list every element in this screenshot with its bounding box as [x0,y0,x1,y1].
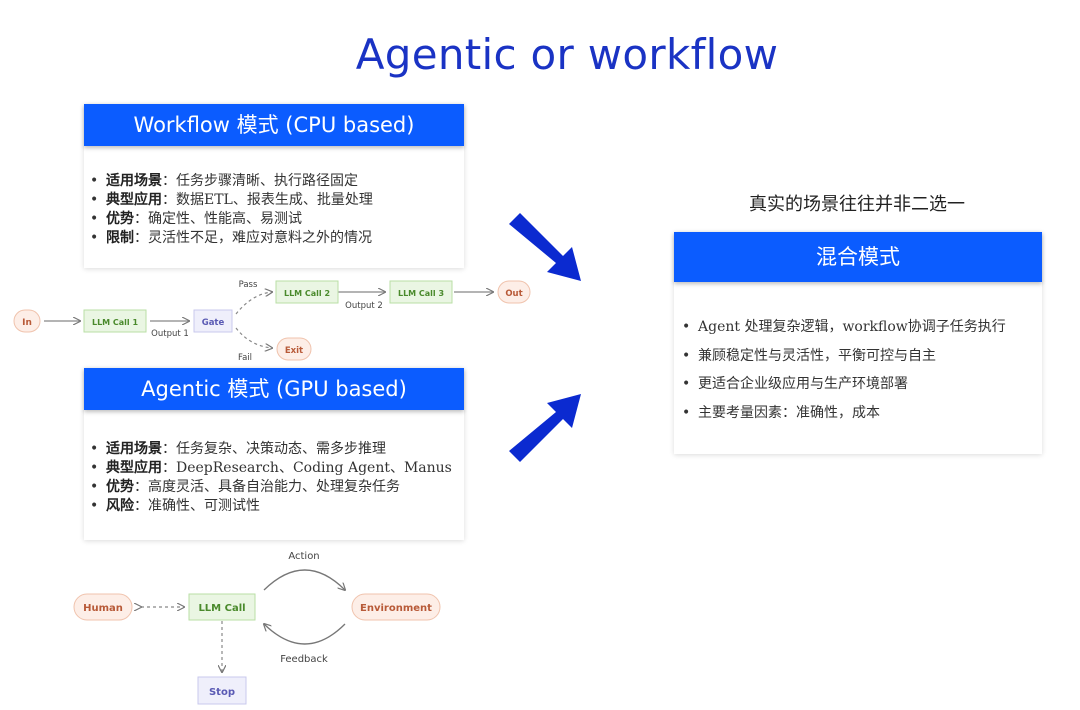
label-fail: Fail [238,353,252,363]
workflow-diagram: In LLM Call 1 Output 1 Gate Pass Fail LL… [13,280,531,363]
edge-feedback [264,624,346,645]
workflow-bullet-item: 优势：确定性、性能高、易测试 [90,210,373,229]
workflow-panel-header: Workflow 模式 (CPU based) [84,104,464,146]
agentic-bullet-item: 典型应用：DeepResearch、Coding Agent、Manus [90,459,452,478]
workflow-bullet-item: 适用场景：任务步骤清晰、执行路径固定 [90,172,373,191]
hybrid-bullet-item: 兼顾稳定性与灵活性，平衡可控与自主 [682,342,1006,371]
page-title: Agentic or workflow [355,30,779,79]
hybrid-bullet-list: Agent 处理复杂逻辑，workflow协调子任务执行 兼顾稳定性与灵活性，平… [682,313,1006,427]
hybrid-panel: 混合模式 Agent 处理复杂逻辑，workflow协调子任务执行 兼顾稳定性与… [674,232,1042,454]
node-llm-call: LLM Call [188,593,256,621]
node-stop: Stop [197,676,247,705]
svg-text:LLM Call: LLM Call [198,603,245,614]
agentic-panel: Agentic 模式 (GPU based) 适用场景：任务复杂、决策动态、需多… [84,368,464,540]
svg-text:Out: Out [505,289,522,299]
workflow-bullet-item: 典型应用：数据ETL、报表生成、批量处理 [90,191,373,210]
svg-text:Human: Human [83,603,123,614]
agentic-panel-header: Agentic 模式 (GPU based) [84,368,464,410]
node-llm-call-1: LLM Call 1 [83,309,147,333]
svg-text:In: In [22,318,32,328]
node-llm-call-2: LLM Call 2 [275,280,339,304]
hybrid-bullet-item: 更适合企业级应用与生产环境部署 [682,370,1006,399]
node-out: Out [497,280,531,304]
svg-text:LLM Call 3: LLM Call 3 [398,289,444,298]
node-environment: Environment [351,593,441,621]
label-feedback: Feedback [280,654,328,665]
hybrid-bullet-item: Agent 处理复杂逻辑，workflow协调子任务执行 [682,313,1006,342]
agentic-bullet-item: 风险：准确性、可测试性 [90,497,452,516]
edge-gate-pass [235,292,272,315]
workflow-bullet-item: 限制：灵活性不足，难应对意料之外的情况 [90,229,373,248]
svg-text:LLM Call 2: LLM Call 2 [284,289,330,298]
agentic-bullet-list: 适用场景：任务复杂、决策动态、需多步推理 典型应用：DeepResearch、C… [90,440,452,516]
node-in: In [13,309,41,333]
agentic-bullet-item: 适用场景：任务复杂、决策动态、需多步推理 [90,440,452,459]
svg-text:LLM Call 1: LLM Call 1 [92,318,138,327]
svg-text:Gate: Gate [202,318,225,328]
edge-action [263,569,345,590]
hybrid-bullet-item: 主要考量因素：准确性，成本 [682,399,1006,428]
label-output-2: Output 2 [345,301,383,311]
workflow-panel: Workflow 模式 (CPU based) 适用场景：任务步骤清晰、执行路径… [84,104,464,268]
svg-text:Stop: Stop [209,687,235,698]
arrow-down-right-icon [509,213,581,281]
svg-text:Environment: Environment [360,603,432,614]
agent-diagram: Human LLM Call Environment Action Feedba… [73,551,441,705]
agentic-bullet-item: 优势：高度灵活、具备自治能力、处理复杂任务 [90,478,452,497]
svg-text:Exit: Exit [285,346,303,356]
node-gate: Gate [193,309,233,333]
arrow-up-right-icon [509,394,581,462]
node-exit: Exit [276,337,312,361]
edge-gate-fail [235,327,272,348]
hybrid-caption: 真实的场景往往并非二选一 [749,194,965,215]
label-pass: Pass [239,280,258,290]
label-action: Action [288,551,319,562]
hybrid-panel-header: 混合模式 [674,232,1042,282]
label-output-1: Output 1 [151,329,189,339]
workflow-bullet-list: 适用场景：任务步骤清晰、执行路径固定 典型应用：数据ETL、报表生成、批量处理 … [90,172,373,248]
node-human: Human [73,593,133,621]
node-llm-call-3: LLM Call 3 [389,280,453,304]
